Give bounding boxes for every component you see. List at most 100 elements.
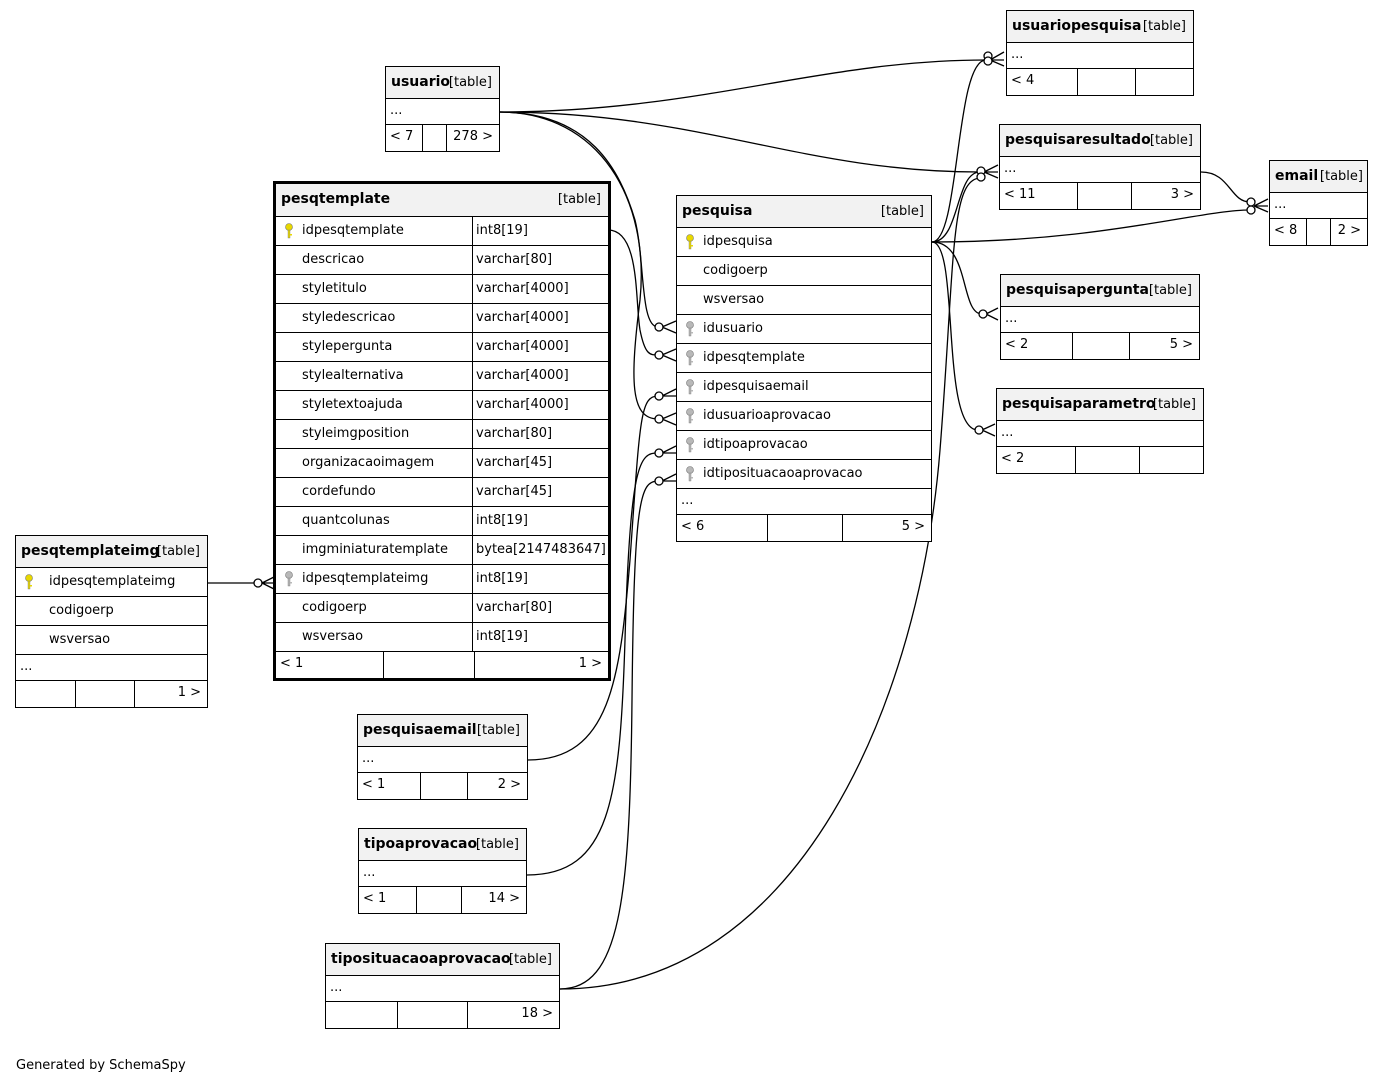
children-count[interactable]: 3 > [1131, 183, 1200, 209]
parents-count[interactable]: < 7 [390, 129, 414, 144]
table-name[interactable]: usuariopesquisa [1012, 18, 1142, 34]
children-count[interactable]: 1 > [474, 652, 608, 678]
parents-count[interactable] [16, 681, 75, 707]
primary-key-icon [23, 574, 35, 590]
column-row[interactable]: idtipoaprovacao [677, 431, 931, 460]
parents-count[interactable] [326, 1002, 397, 1028]
table-kind: [table] [1152, 397, 1196, 412]
column-name: cordefundo [302, 484, 376, 499]
table-pesquisaemail[interactable]: pesquisaemail[table] ... < 1 2 > [357, 714, 528, 800]
parents-count[interactable]: < 4 [1011, 73, 1035, 88]
children-count[interactable] [1139, 447, 1203, 473]
foreign-key-icon [684, 408, 696, 424]
column-row[interactable]: idpesqtemplate [677, 344, 931, 373]
column-name: codigoerp [49, 603, 114, 618]
children-count[interactable]: 2 > [1330, 219, 1367, 245]
more-columns: ... [1274, 197, 1287, 212]
edge-pesqtemplate-pesquisa [607, 229, 659, 356]
table-name[interactable]: pesquisapergunta [1006, 282, 1149, 298]
children-count[interactable]: 2 > [467, 773, 527, 799]
column-type: varchar[4000] [472, 333, 608, 361]
column-type: int8[19] [472, 507, 608, 535]
parents-count[interactable]: < 1 [362, 777, 386, 792]
table-pesqtemplateimg[interactable]: pesqtemplateimg[table] idpesqtemplateimg… [15, 535, 208, 708]
column-row[interactable]: idpesquisa [677, 228, 931, 257]
column-row[interactable]: codigoerp [16, 597, 207, 626]
column-row[interactable]: wsversao [16, 626, 207, 655]
column-name: codigoerp [703, 263, 768, 278]
parents-count[interactable]: < 6 [681, 519, 705, 534]
table-name[interactable]: pesquisa [682, 203, 753, 219]
table-pesquisaparametro[interactable]: pesquisaparametro[table] ... < 2 [996, 388, 1204, 474]
table-name[interactable]: pesquisaparametro [1002, 396, 1156, 412]
table-email[interactable]: email[table] ... < 8 2 > [1269, 160, 1368, 246]
column-name: idusuario [703, 321, 763, 336]
table-name[interactable]: pesquisaresultado [1005, 132, 1151, 148]
more-columns: ... [330, 980, 343, 995]
column-row[interactable]: stylepergunta varchar[4000] [276, 333, 608, 362]
column-name: stylepergunta [302, 339, 393, 354]
table-kind: [table] [508, 952, 552, 967]
table-name[interactable]: email [1275, 168, 1319, 184]
table-name[interactable]: tipoaprovacao [364, 836, 478, 852]
column-row[interactable]: idpesquisaemail [677, 373, 931, 402]
parents-count[interactable]: < 1 [363, 891, 387, 906]
table-tipoaprovacao[interactable]: tipoaprovacao[table] ... < 1 14 > [358, 828, 527, 914]
children-count[interactable]: 5 > [842, 515, 931, 541]
children-count[interactable]: 5 > [1129, 333, 1199, 359]
table-name[interactable]: pesqtemplateimg [21, 543, 160, 559]
table-name[interactable]: pesqtemplate [281, 191, 391, 207]
column-name: idpesqtemplate [703, 350, 805, 365]
column-row[interactable]: wsversao [677, 286, 931, 315]
parents-count[interactable]: < 2 [1001, 451, 1025, 466]
column-row[interactable]: idtiposituacaoaprovacao [677, 460, 931, 489]
edge-usuario-pesquisaresultado [498, 111, 981, 173]
column-type: varchar[4000] [472, 275, 608, 303]
table-name[interactable]: pesquisaemail [363, 722, 477, 738]
table-usuariopesquisa[interactable]: usuariopesquisa[table] ... < 4 [1006, 10, 1194, 96]
column-row[interactable]: idpesqtemplateimg [16, 568, 207, 597]
children-count[interactable]: 278 > [446, 125, 499, 151]
table-pesquisaresultado[interactable]: pesquisaresultado[table] ... < 11 3 > [999, 124, 1201, 210]
children-count[interactable]: 14 > [461, 887, 526, 913]
parents-count[interactable]: < 8 [1274, 223, 1298, 238]
table-name[interactable]: usuario [391, 74, 451, 90]
parents-count[interactable]: < 11 [1004, 187, 1036, 202]
column-name: imgminiaturatemplate [302, 542, 448, 557]
more-columns: ... [1011, 47, 1024, 62]
table-kind: [table] [1149, 133, 1193, 148]
parents-count[interactable]: < 2 [1005, 337, 1029, 352]
children-count[interactable]: 18 > [467, 1002, 559, 1028]
column-row[interactable]: idusuario [677, 315, 931, 344]
table-tiposituacaoaprovacao[interactable]: tiposituacaoaprovacao[table] ... 18 > [325, 943, 560, 1029]
table-kind: [table] [1319, 169, 1363, 184]
parents-count[interactable]: < 1 [280, 656, 304, 671]
table-pesquisapergunta[interactable]: pesquisapergunta[table] ... < 2 5 > [1000, 274, 1200, 360]
children-count[interactable]: 1 > [134, 681, 207, 707]
more-columns: ... [1005, 311, 1018, 326]
column-row[interactable]: codigoerp [677, 257, 931, 286]
table-kind: [table] [448, 75, 492, 90]
children-count[interactable] [1135, 69, 1193, 95]
column-name: descricao [302, 252, 365, 267]
table-name[interactable]: tiposituacaoaprovacao [331, 951, 511, 967]
column-row[interactable]: idusuarioaprovacao [677, 402, 931, 431]
table-usuario[interactable]: usuario[table] ... < 7 278 > [385, 66, 500, 152]
